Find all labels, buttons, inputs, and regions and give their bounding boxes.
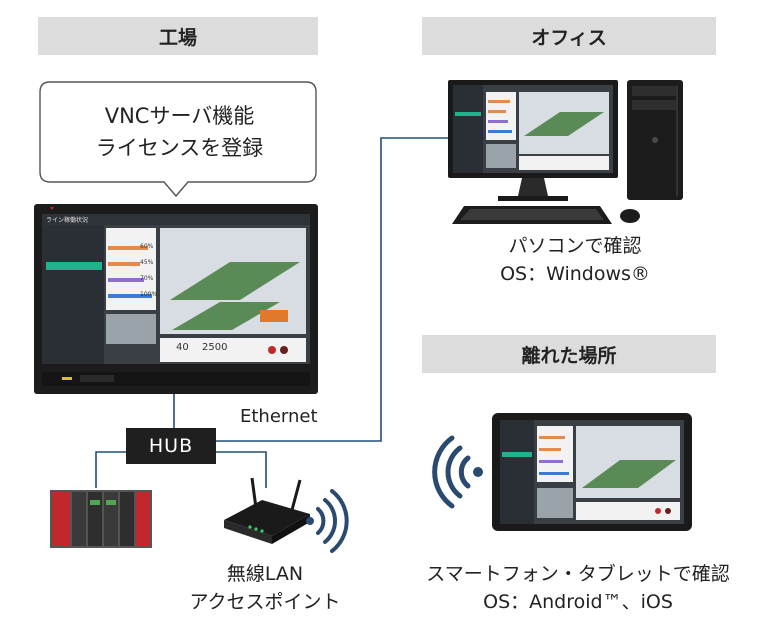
remote-caption-line-1: スマートフォン・タブレットで確認 [426,563,730,585]
panel-pct-2: 45% [140,259,154,266]
remote-caption-line-2: OS：Android™、iOS [483,591,673,613]
hmi-panel [34,204,318,394]
bubble-line-2: ライセンスを登録 [95,136,264,160]
panel-pct-3: 70% [140,275,154,282]
office-caption-line-2: OS：Windows® [500,263,650,285]
license-bubble-text: VNCサーバ機能 ライセンスを登録 [42,100,317,164]
network-lines [95,137,448,488]
access-point-caption: 無線LAN アクセスポイント [170,560,360,616]
hub-to-office-line [216,137,448,442]
hub-to-ap-line [216,451,267,488]
router-wireless-icon [306,489,349,553]
wireless-router [224,477,310,544]
speech-bubble [39,81,317,198]
panel-value-1: 40 [176,342,189,353]
panel-value-2: 2500 [202,342,228,353]
office-caption-line-1: パソコンで確認 [508,235,642,257]
remote-header: 離れた場所 [422,335,716,373]
bubble-line-1: VNCサーバ機能 [104,104,255,128]
access-point-caption-line-2: アクセスポイント [189,591,341,613]
panel-screen-title: ライン稼働状況 [46,217,89,224]
remote-caption: スマートフォン・タブレットで確認 OS：Android™、iOS [388,560,768,616]
access-point-caption-line-1: 無線LAN [226,563,304,585]
wireless-signal-icon [432,435,483,509]
hub-box: HUB [126,428,216,464]
plc-rack [50,490,152,548]
desktop-pc [448,80,683,224]
ethernet-label: Ethernet [240,406,318,427]
panel-pct-4: 100% [140,291,158,298]
hub-to-plc-line [95,451,126,488]
office-caption: パソコンで確認 OS：Windows® [430,232,720,288]
panel-pct-1: 60% [140,243,154,250]
office-header: オフィス [422,17,716,55]
factory-header: 工場 [38,17,318,55]
tablet [492,413,692,531]
